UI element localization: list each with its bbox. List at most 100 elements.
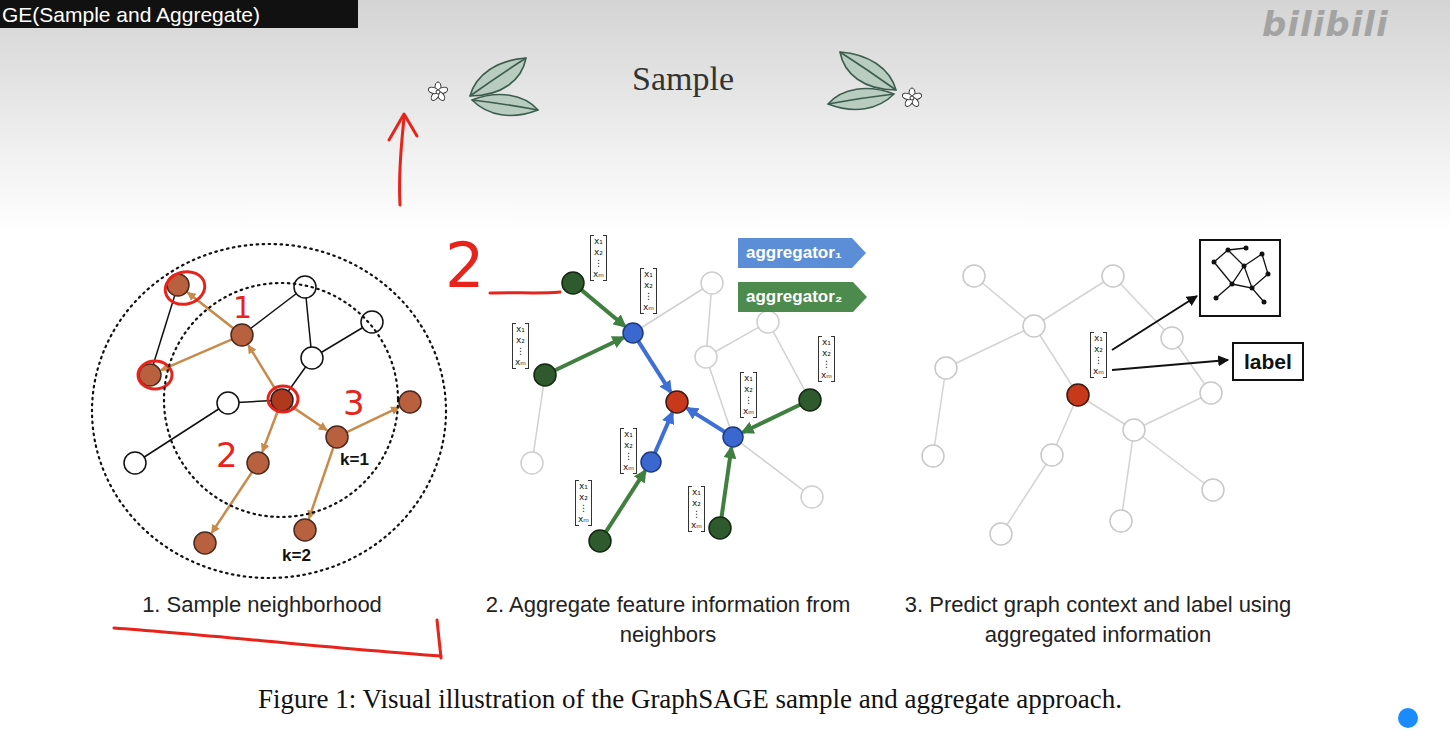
faded-node — [701, 272, 723, 294]
hop2-node — [799, 389, 821, 411]
hop2-node — [589, 530, 611, 552]
graph-node — [301, 347, 323, 369]
sample-arrow — [309, 447, 334, 518]
graph-node — [124, 276, 383, 474]
faded-edge — [1034, 326, 1078, 395]
faded-node — [1023, 315, 1045, 337]
faded-edge — [1113, 276, 1172, 338]
feature-vector: x₁ x₂ ⋮ xₘ — [640, 268, 657, 314]
hop1-node — [623, 323, 643, 343]
sample-arrow — [188, 292, 234, 328]
hand-annotation — [389, 114, 417, 140]
feature-vector: x₁ x₂ ⋮ xₘ — [620, 428, 637, 474]
faded-edge — [946, 326, 1034, 368]
faded-node — [757, 311, 779, 333]
leaf-ornament — [470, 52, 896, 115]
panel-caption: 2. Aggregate feature information from ne… — [453, 590, 883, 651]
hand-annotation — [399, 118, 404, 205]
faded-edge — [768, 322, 810, 400]
feature-vector: x₁ x₂ ⋮ xₘ — [575, 480, 592, 526]
flower-ornament — [902, 88, 923, 108]
node-text: label — [1244, 349, 1292, 374]
player-badge — [1398, 708, 1418, 728]
graph-icon — [1226, 248, 1231, 253]
hop2-node — [534, 364, 556, 386]
hop-ring: k=2 k=1 — [91, 243, 447, 579]
faded-node — [990, 523, 1012, 545]
sampled-node — [294, 519, 316, 541]
sampled-node — [231, 324, 253, 346]
arrow-shape — [738, 282, 867, 312]
faded-edge — [733, 437, 812, 497]
graph-icon — [1232, 284, 1264, 302]
faded-node — [922, 265, 1224, 545]
aggregate-arrow — [605, 471, 645, 532]
faded-node — [922, 445, 944, 467]
output-arrow — [1112, 296, 1197, 350]
slide-header-band — [0, 0, 1450, 232]
leaf-ornament — [470, 58, 526, 96]
aggregate-arrow — [687, 408, 724, 431]
leaf-ornament — [472, 100, 538, 110]
hand-number: 3 — [343, 388, 365, 419]
header-bar — [0, 0, 358, 28]
faded-edge — [1034, 276, 1113, 326]
hand-number: 2 — [445, 238, 484, 294]
graph-node — [361, 311, 383, 333]
sample-arrow — [161, 292, 399, 533]
sample-arrow — [212, 472, 252, 533]
faded-edge — [933, 276, 1213, 534]
aggregate-arrow — [638, 341, 724, 452]
faded-edge — [933, 368, 946, 456]
hop-ring-outline — [164, 283, 398, 517]
aggregator-arrow: aggregator₁ — [738, 238, 866, 268]
faded-edge — [1134, 393, 1211, 430]
graph-edge — [135, 403, 228, 463]
hand-annotation — [114, 628, 441, 656]
leaf-ornament — [840, 52, 896, 90]
hand-annotation — [268, 386, 298, 412]
hand-number: 2 — [216, 440, 238, 471]
graph-icon-frame — [1200, 240, 1280, 316]
sampled-node — [194, 532, 216, 554]
sampled-node — [247, 452, 269, 474]
graph-node — [124, 452, 146, 474]
output-box: label — [1232, 342, 1304, 381]
target-node — [1067, 384, 1089, 406]
faded-edge — [532, 283, 812, 497]
target-node — [666, 391, 688, 413]
faded-edge — [1001, 455, 1052, 534]
faded-node — [1102, 265, 1124, 287]
feature-vector: x₁ x₂ ⋮ xₘ — [740, 372, 757, 418]
hop2-node — [709, 517, 731, 539]
graph-icon — [1214, 248, 1268, 302]
flower-ornament — [436, 90, 440, 94]
graph-icon — [1212, 260, 1217, 265]
graph-icon — [1212, 246, 1271, 305]
sample-arrow — [248, 345, 276, 390]
sampled-node — [399, 391, 421, 413]
graph-icon — [1214, 262, 1232, 284]
faded-node — [1202, 479, 1224, 501]
faded-node — [695, 346, 717, 368]
aggregate-arrow — [721, 448, 731, 518]
hand-annotation — [437, 620, 441, 658]
hand-annotation — [114, 114, 560, 658]
graph-icon — [1244, 246, 1249, 251]
aggregate-arrow — [554, 289, 801, 532]
node-text: k=1 — [340, 450, 369, 470]
faded-node — [521, 452, 543, 474]
aggregate-arrow — [638, 341, 670, 392]
slide-title: Sample — [632, 60, 734, 98]
faded-node — [1110, 510, 1132, 532]
section-header: GE(Sample and Aggregate) — [2, 2, 260, 27]
graph-icon — [1214, 250, 1268, 298]
faded-node — [963, 265, 985, 287]
sample-arrow — [262, 410, 278, 452]
graph-icon — [1214, 296, 1219, 301]
feature-vector: x₁ x₂ ⋮ xₘ — [512, 323, 529, 369]
node-text: aggregator₂ — [738, 282, 842, 312]
node-text: k=2 — [282, 546, 311, 566]
graph-node — [217, 392, 239, 414]
